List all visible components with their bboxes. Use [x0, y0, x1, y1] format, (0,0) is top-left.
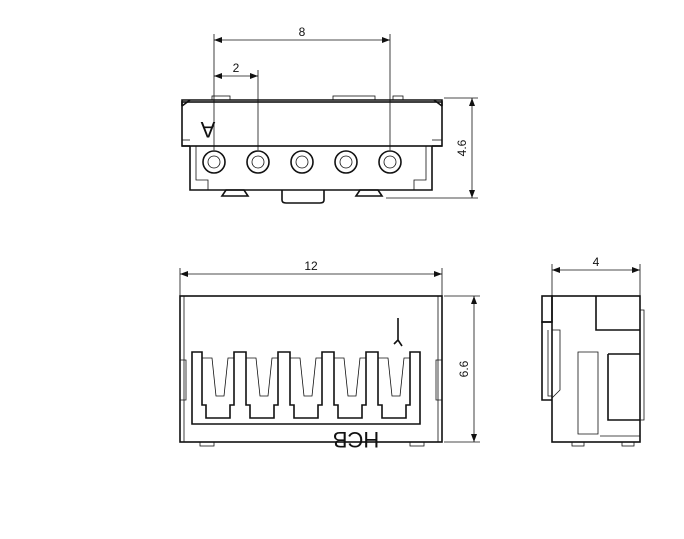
- side-view: HCB: [179, 295, 443, 452]
- pin-mark-label: A: [201, 117, 216, 142]
- pitch-label: 2: [233, 61, 240, 75]
- front-height-label: 4.6: [455, 139, 469, 156]
- length-label: 12: [304, 259, 318, 273]
- dimension-pin-span: 8: [213, 25, 391, 150]
- width-label: 4: [593, 255, 600, 269]
- dimension-width: 4: [551, 255, 641, 296]
- dimension-side-height: 6.6: [444, 295, 480, 443]
- dimension-front-height: 4.6: [386, 97, 478, 199]
- front-view: A: [181, 95, 443, 204]
- brand-label: HCB: [333, 427, 379, 452]
- pin-span-label: 8: [299, 25, 306, 39]
- pin-holes: [202, 150, 402, 174]
- dimension-pitch: 2: [214, 61, 259, 150]
- end-view: [541, 295, 645, 447]
- side-height-label: 6.6: [457, 360, 471, 377]
- dimension-length: 12: [179, 259, 443, 296]
